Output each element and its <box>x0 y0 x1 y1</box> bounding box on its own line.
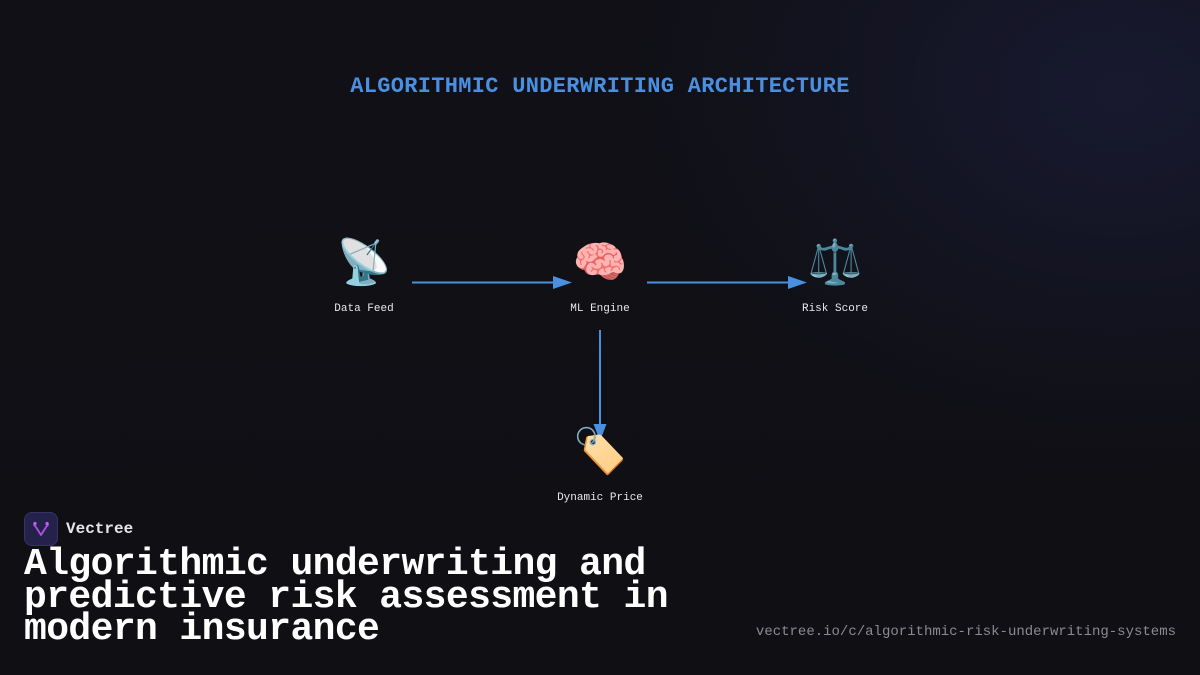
brand-name: Vectree <box>66 520 134 538</box>
edge-ml-engine-to-dynamic-price <box>593 330 607 441</box>
arrowhead-icon <box>788 276 807 289</box>
brain-icon: 🧠 <box>572 237 628 288</box>
edge-data-feed-to-ml-engine <box>412 276 572 289</box>
node-risk-score: ⚖️ Risk Score <box>765 237 905 315</box>
node-label: Data Feed <box>334 303 394 315</box>
node-data-feed: 📡 Data Feed <box>294 237 434 315</box>
arrowhead-icon <box>593 424 607 441</box>
node-label: Risk Score <box>801 303 868 315</box>
satellite-antenna-icon: 📡 <box>336 237 392 288</box>
edge-ml-engine-to-risk-score <box>647 276 807 289</box>
diagram-title: ALGORITHMIC UNDERWRITING ARCHITECTURE <box>350 74 850 99</box>
brand: Vectree <box>24 512 133 546</box>
node-label: Dynamic Price <box>557 492 643 504</box>
node-ml-engine: 🧠 ML Engine <box>530 237 670 315</box>
headline: Algorithmic underwriting and predictive … <box>24 543 669 651</box>
page-url: vectree.io/c/algorithmic-risk-underwriti… <box>755 624 1176 640</box>
vectree-logo-icon <box>24 512 58 546</box>
arrowhead-icon <box>553 276 572 289</box>
price-tag-icon: 🏷️ <box>572 426 628 477</box>
node-label: ML Engine <box>570 303 630 315</box>
node-dynamic-price: 🏷️ Dynamic Price <box>530 426 670 504</box>
balance-scale-icon: ⚖️ <box>807 237 863 288</box>
